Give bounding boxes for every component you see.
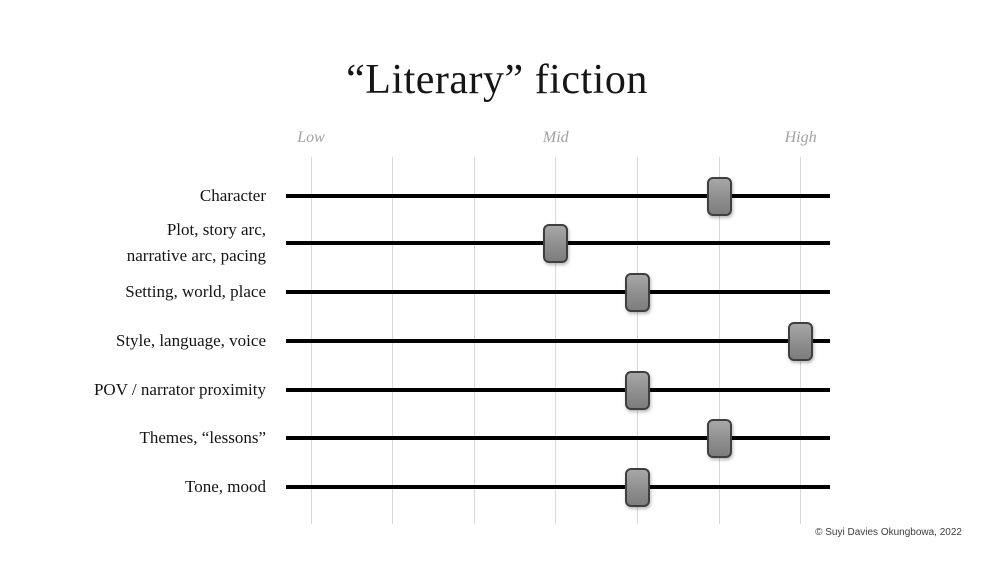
slider-thumb[interactable] [788, 321, 814, 361]
row-label: Tone, mood [0, 474, 266, 500]
slider-track[interactable] [286, 339, 830, 343]
row-label-line: Tone, mood [185, 477, 266, 496]
slider-thumb[interactable] [624, 467, 650, 507]
row-label-line: narrative arc, pacing [126, 246, 266, 265]
slider-thumb[interactable] [543, 223, 569, 263]
row-label-line: Character [199, 186, 266, 205]
row-label-line: POV / narrator proximity [93, 380, 266, 399]
row-label-line: Style, language, voice [115, 331, 266, 350]
axis-label-low: Low [297, 129, 325, 146]
row-label: Themes, “lessons” [0, 425, 266, 451]
row-label: Plot, story arc, narrative arc, pacing [0, 217, 266, 269]
axis-label-high: High [784, 129, 817, 146]
row-label: Character [0, 183, 266, 209]
slider-thumb[interactable] [706, 418, 732, 458]
slider-thumb[interactable] [624, 370, 650, 410]
axis-label-mid: Mid [542, 129, 569, 146]
slider-track[interactable] [286, 436, 830, 440]
slider-track[interactable] [286, 194, 830, 198]
slider-track[interactable] [286, 388, 830, 392]
row-label: Setting, world, place [0, 279, 266, 305]
row-label-line: Themes, “lessons” [139, 428, 266, 447]
slider-thumb[interactable] [706, 176, 732, 216]
row-label-line: Setting, world, place [125, 282, 266, 301]
slider-track[interactable] [286, 485, 830, 489]
row-label: Style, language, voice [0, 328, 266, 354]
slider-track[interactable] [286, 290, 830, 294]
row-label: POV / narrator proximity [0, 377, 266, 403]
copyright-note: © Suyi Davies Okungbowa, 2022 [815, 527, 962, 538]
slider-thumb[interactable] [624, 272, 650, 312]
row-label-line: Plot, story arc, [166, 220, 266, 239]
slide-title: “Literary” fiction [346, 57, 648, 103]
